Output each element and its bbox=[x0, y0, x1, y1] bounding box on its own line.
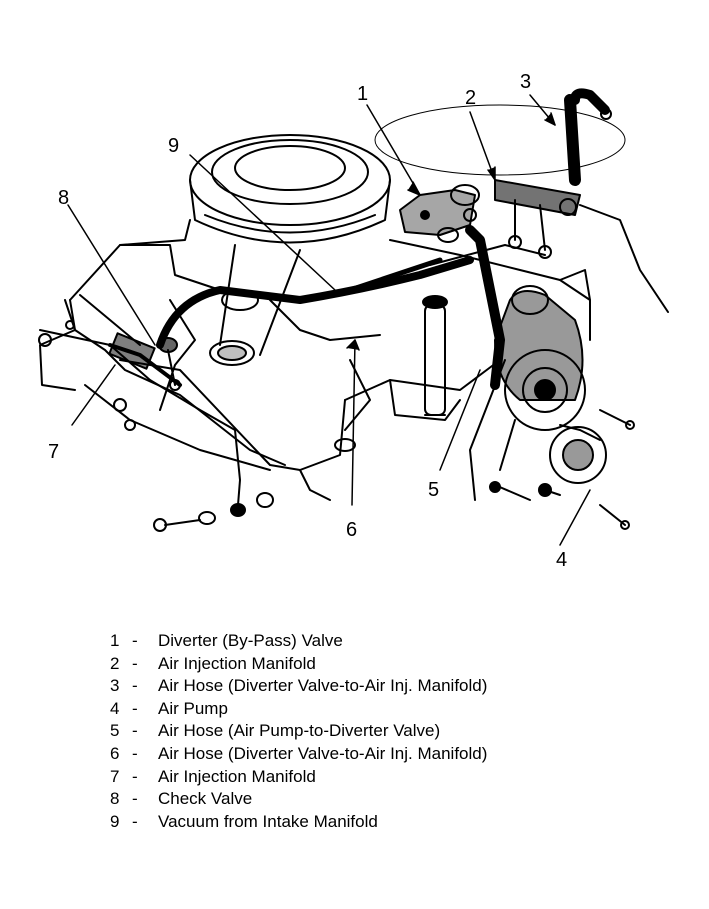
legend-item: 4 - Air Pump bbox=[110, 698, 690, 721]
egr-tube bbox=[422, 295, 448, 416]
legend-number: 2 bbox=[110, 653, 120, 673]
engine-air-injection-drawing bbox=[38, 88, 669, 546]
legend-item: 8 - Check Valve bbox=[110, 788, 690, 811]
legend-number: 6 bbox=[110, 743, 120, 763]
callout-7: 7 bbox=[48, 441, 60, 463]
legend-item: 2 - Air Injection Manifold bbox=[110, 653, 690, 676]
legend-separator: - bbox=[132, 743, 138, 763]
callout-5: 5 bbox=[428, 479, 440, 501]
legend-separator: - bbox=[132, 631, 138, 650]
leader-lines bbox=[67, 94, 591, 546]
legend-item: 5 - Air Hose (Air Pump-to-Diverter Valve… bbox=[110, 720, 690, 743]
vacuum-hose bbox=[332, 257, 443, 298]
legend-separator: - bbox=[132, 698, 138, 718]
legend-separator: - bbox=[132, 811, 138, 831]
legend-label: Air Injection Manifold bbox=[158, 766, 316, 786]
legend-number: 7 bbox=[110, 766, 120, 786]
legend-item: 3 - Air Hose (Diverter Valve-to-Air Inj.… bbox=[110, 675, 690, 698]
legend-label: Air Hose (Diverter Valve-to-Air Inj. Man… bbox=[158, 743, 488, 763]
legend-label: Air Pump bbox=[158, 698, 228, 718]
legend-separator: - bbox=[132, 676, 138, 696]
air-hose-3 bbox=[564, 88, 612, 186]
legend-number: 9 bbox=[110, 811, 120, 831]
legend-number: 5 bbox=[110, 721, 120, 741]
valve-cover bbox=[64, 294, 286, 466]
air-hose-5 bbox=[465, 225, 505, 390]
air-injection-manifold-7 bbox=[39, 329, 241, 506]
legend-label: Air Hose (Diverter Valve-to-Air Inj. Man… bbox=[158, 676, 488, 696]
air-hose-6 bbox=[156, 256, 474, 349]
legend-separator: - bbox=[132, 766, 138, 786]
callout-9: 9 bbox=[168, 135, 180, 157]
legend-number: 1 bbox=[110, 631, 120, 650]
callout-8: 8 bbox=[58, 187, 70, 209]
callout-3: 3 bbox=[520, 71, 532, 93]
legend: 1 - Diverter (By-Pass) Valve 2 - Air Inj… bbox=[110, 630, 690, 833]
callout-6: 6 bbox=[346, 519, 358, 541]
callout-2: 2 bbox=[465, 87, 477, 109]
legend-separator: - bbox=[132, 789, 138, 809]
air-cleaner bbox=[189, 134, 391, 244]
legend-label: Vacuum from Intake Manifold bbox=[158, 811, 378, 831]
legend-item: 7 - Air Injection Manifold bbox=[110, 766, 690, 789]
fasteners bbox=[38, 320, 635, 532]
snorkel bbox=[209, 244, 301, 366]
callout-1: 1 bbox=[357, 83, 369, 105]
air-pump bbox=[469, 285, 607, 501]
legend-item: 9 - Vacuum from Intake Manifold bbox=[110, 811, 690, 834]
callout-4: 4 bbox=[556, 549, 568, 571]
legend-separator: - bbox=[132, 653, 138, 673]
legend-label: Air Hose (Air Pump-to-Diverter Valve) bbox=[158, 721, 441, 741]
legend-label: Diverter (By-Pass) Valve bbox=[158, 631, 343, 650]
legend-number: 4 bbox=[110, 698, 120, 718]
legend-number: 8 bbox=[110, 789, 120, 809]
air-injection-manifold-2 bbox=[494, 179, 669, 313]
legend-label: Air Injection Manifold bbox=[158, 653, 316, 673]
diverter-valve bbox=[399, 184, 480, 243]
legend-number: 3 bbox=[110, 676, 120, 696]
legend-item: 1 - Diverter (By-Pass) Valve bbox=[110, 630, 690, 653]
legend-separator: - bbox=[132, 721, 138, 741]
legend-item: 6 - Air Hose (Diverter Valve-to-Air Inj.… bbox=[110, 743, 690, 766]
engine-block bbox=[39, 219, 591, 501]
legend-label: Check Valve bbox=[158, 789, 253, 809]
